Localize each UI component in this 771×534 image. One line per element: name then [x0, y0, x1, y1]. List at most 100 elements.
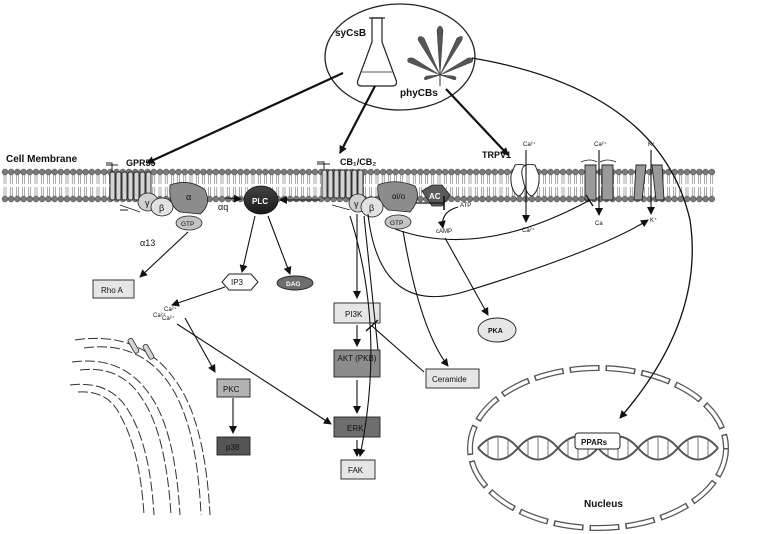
- lipid-head: [311, 168, 319, 176]
- lipid-head: [696, 168, 703, 176]
- lipid-head: [547, 195, 554, 203]
- lipid-head: [63, 168, 71, 176]
- lipid-tail: [567, 175, 571, 184]
- lipid-head: [39, 195, 46, 203]
- lipid-tail: [561, 175, 565, 184]
- lipid-head: [63, 195, 71, 203]
- lipid-tail: [431, 175, 435, 184]
- cb-receptor: [317, 161, 364, 199]
- lipid-tail: [499, 175, 503, 184]
- lipid-tail: [580, 175, 583, 184]
- lipid-tail: [59, 187, 63, 196]
- lipid-head: [516, 195, 523, 203]
- lipid-tail: [505, 187, 509, 196]
- lipid-tail: [239, 187, 242, 196]
- lipid-head: [175, 168, 182, 176]
- lipid-tail: [251, 175, 255, 184]
- ceramide-label: Ceramide: [432, 375, 467, 384]
- cb-gamma-label: γ: [354, 199, 359, 209]
- akt-node: AKT (PKB): [333, 349, 381, 378]
- gamma-subunit-label: γ: [145, 198, 150, 208]
- lipid-head: [671, 195, 678, 203]
- lipid-tail: [282, 187, 286, 196]
- lipid-tail: [71, 175, 75, 184]
- lipid-head: [51, 168, 58, 176]
- lipid-head: [423, 168, 430, 176]
- lipid-tail: [704, 187, 707, 196]
- lipid-tail: [617, 175, 621, 184]
- lipid-head: [535, 195, 542, 203]
- gtp-label: GTP: [181, 221, 194, 228]
- ca-channel-top-label: Ca²⁺: [594, 141, 607, 148]
- lipid-head: [559, 168, 567, 176]
- lipid-head: [14, 168, 21, 176]
- potassium-channel: [633, 164, 665, 201]
- lipid-tail: [425, 175, 428, 184]
- lipid-head: [45, 168, 52, 176]
- akt-label: AKT (PKB): [338, 354, 377, 363]
- lipid-head: [181, 168, 189, 176]
- fak-node: FAK: [340, 459, 376, 480]
- er-ip3-receptor: [127, 337, 155, 360]
- trpv1-ca-in-label: Ca²⁺: [523, 141, 536, 148]
- camp-label: cAMP: [436, 229, 452, 235]
- lipid-head: [100, 168, 108, 176]
- lipid-head: [262, 168, 269, 176]
- lipid-head: [454, 168, 461, 176]
- lipid-head: [20, 168, 27, 176]
- er-ca-label-3: Ca²⁺: [162, 315, 175, 322]
- cb-beta-label: β: [369, 203, 374, 213]
- lipid-head: [373, 168, 381, 176]
- lipid-tail: [710, 175, 714, 184]
- lipid-tail: [78, 175, 81, 184]
- lipid-tail: [90, 175, 94, 184]
- lipid-head: [69, 195, 77, 203]
- lipid-head: [491, 168, 498, 176]
- ppars-box: [574, 432, 621, 450]
- lipid-head: [702, 195, 709, 203]
- lipid-head: [398, 168, 405, 176]
- lipid-head: [249, 168, 257, 176]
- lipid-tail: [667, 187, 670, 196]
- lipid-head: [646, 195, 653, 203]
- lipid-tail: [16, 187, 19, 196]
- lipid-head: [193, 168, 201, 176]
- lipid-head: [32, 168, 40, 176]
- lipid-tail: [189, 175, 193, 184]
- alpha-io-label: αi/o: [392, 192, 406, 201]
- lipid-head: [690, 168, 697, 176]
- lipid-tail: [65, 187, 69, 196]
- cell-membrane-label: Cell Membrane: [6, 154, 78, 165]
- lipid-tail: [214, 175, 218, 184]
- lipid-head: [94, 195, 102, 203]
- lipid-head: [51, 195, 58, 203]
- lipid-tail: [685, 187, 689, 196]
- lipid-tail: [381, 175, 385, 184]
- lipid-head: [510, 195, 517, 203]
- lipid-tail: [295, 187, 298, 196]
- lipid-tail: [307, 187, 311, 196]
- lipid-head: [187, 168, 195, 176]
- lipid-head: [553, 195, 560, 203]
- k-channel-top-label: K⁺: [648, 141, 655, 148]
- lipid-tail: [270, 175, 273, 184]
- lipid-head: [497, 168, 505, 176]
- alpha-q-label: αq: [218, 202, 228, 212]
- plc-node: PLC: [243, 185, 279, 215]
- lipid-head: [448, 195, 455, 203]
- lipid-head: [206, 168, 213, 176]
- lipid-tail: [16, 175, 19, 184]
- lipid-tail: [574, 175, 577, 184]
- lipid-tail: [53, 175, 56, 184]
- lipid-tail: [555, 175, 559, 184]
- lipid-head: [683, 168, 691, 176]
- lipid-head: [7, 168, 15, 176]
- lipid-tail: [264, 175, 267, 184]
- lipid-head: [572, 195, 579, 203]
- lipid-head: [454, 195, 461, 203]
- pi3k-label: PI3K: [345, 310, 363, 319]
- lipid-tail: [456, 175, 459, 184]
- lipid-tail: [102, 187, 106, 196]
- lipid-head: [460, 195, 467, 203]
